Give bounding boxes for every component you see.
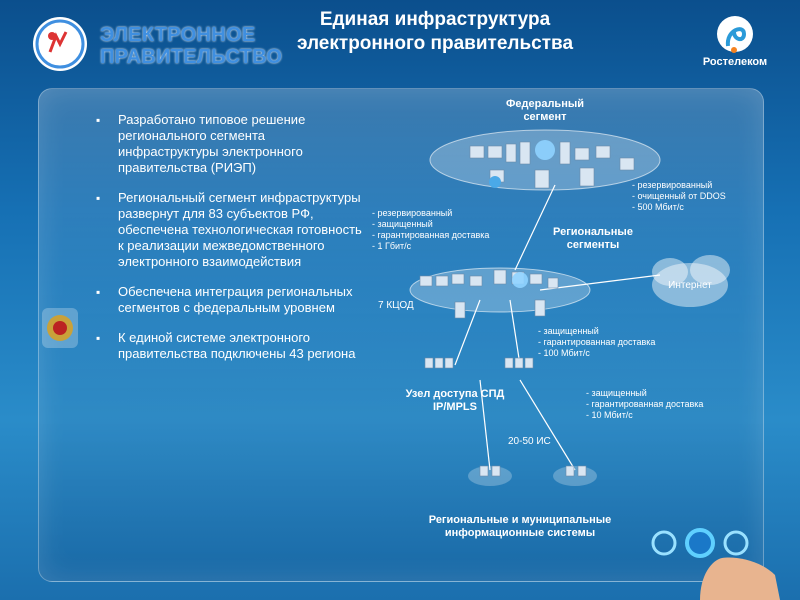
spec-line: - 10 Мбит/с [586,410,633,420]
regional-line-2: сегменты [566,239,620,251]
link-regional-internet [539,274,661,291]
bullet-item-4: К единой системе электронного правительс… [96,330,366,362]
rostelecom-logo-icon [717,16,753,53]
federal-segment-label: Федеральный сегмент [495,98,595,124]
is-node-ellipse [468,466,512,486]
spec-line: - 500 Мбит/с [632,202,684,212]
link-regional-node-right [509,299,521,366]
spec-line: - 1 Гбит/с [372,241,412,251]
regional-line-1: Региональные [553,226,633,238]
nav-circle-3 [723,530,749,556]
spec-line: - гарантированная доставка [372,230,490,240]
spec-line: - защищенный [538,326,599,336]
network-hub-icon [512,272,528,288]
is-node-ellipse [553,466,597,486]
page-title: Единая инфраструктура электронного прави… [250,8,620,56]
spec-line: - 100 Мбит/с [538,348,590,358]
federal-line-2: сегмент [523,111,567,123]
node-line-2: IP/MPLS [432,401,477,413]
bottom-line-1: Региональные и муниципальные [428,514,612,526]
spec-line: - очищенный от DDOS [632,191,726,201]
internet-label: Интернет [668,280,712,291]
kcod-label: 7 КЦОД [378,300,414,311]
globe-icon [489,176,501,188]
nav-circle-1 [651,530,677,556]
regional-segments-label: Региональные сегменты [538,226,648,252]
access-node-label: Узел доступа СПД IP/MPLS [400,388,510,414]
spec-line: - резервированный [632,180,713,190]
node-line-1: Узел доступа СПД [405,388,505,400]
logo-line-1: ЭЛЕКТРОННОЕ [100,24,256,46]
nav-circle-2 [685,528,715,558]
server-icon [469,141,635,189]
link-node-is-left [479,379,491,471]
bullet-item-3: Обеспечена интеграция региональных сегме… [96,284,366,316]
bullet-item-2: Региональный сегмент инфраструктуры разв… [96,190,366,270]
e-gov-logo [33,17,87,71]
title-line-1: Единая инфраструктура [319,9,551,30]
coat-of-arms-icon [42,308,78,348]
spec-line: - защищенный [586,388,647,398]
hand-cursor-icon [700,557,780,600]
brand-name: Ростелеком [702,56,768,68]
link-federal-regional [514,184,556,271]
spec-line: - резервированный [372,208,453,218]
is-count-label: 20-50 ИС [508,436,551,447]
logo-line-2: ПРАВИТЕЛЬСТВО [100,46,283,68]
server-icon [419,269,559,319]
server-icon [479,465,587,477]
link-node-is-right [519,379,576,471]
federal-line-1: Федеральный [506,98,584,110]
link-federal-internet-specs: - резервированный - очищенный от DDOS - … [632,180,762,213]
link-regional-node-specs: - защищенный - гарантированная доставка … [538,326,698,359]
regional-systems-label: Региональные и муниципальные информацион… [410,514,630,540]
link-node-is-specs: - защищенный - гарантированная доставка … [586,388,746,421]
network-hub-icon [535,140,555,160]
link-federal-regional-specs: - резервированный - защищенный - гаранти… [372,208,502,252]
bottom-line-2: информационные системы [444,527,596,539]
title-line-2: электронного правительства [296,33,574,54]
bullet-item-1: Разработано типовое решение региональног… [96,112,366,176]
router-icon [424,357,534,369]
spec-line: - гарантированная доставка [586,399,704,409]
spec-line: - защищенный [372,219,433,229]
e-gov-logo-text: ЭЛЕКТРОННОЕ ПРАВИТЕЛЬСТВО [100,24,282,68]
cloud-icon [652,255,730,307]
spec-line: - гарантированная доставка [538,337,656,347]
bullet-list: Разработано типовое решение региональног… [96,112,366,376]
